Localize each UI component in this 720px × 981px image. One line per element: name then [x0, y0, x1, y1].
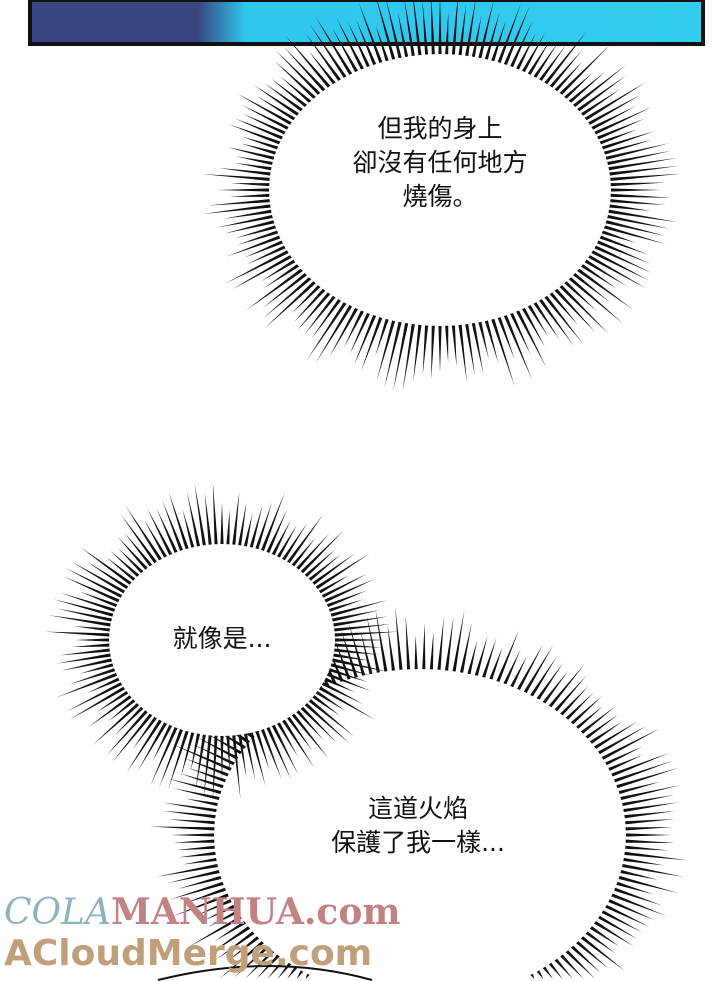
speech-burst-2 — [44, 482, 399, 801]
bubble-text-1: 但我的身上 卻沒有任何地方 燒傷。 — [352, 114, 528, 211]
watermark-part: MANHUA.com — [110, 891, 401, 933]
next-bubble-outline — [157, 965, 373, 981]
bubble-text-3: 這道火焰 保護了我一樣... — [331, 794, 505, 857]
watermark-part: COLA — [4, 892, 111, 933]
speech-burst-1 — [202, 0, 682, 392]
bubble-text-2: 就像是... — [172, 624, 272, 653]
top-panel — [28, 0, 705, 46]
watermark-acloudmerge: ACloudMerge.com — [4, 933, 373, 974]
watermark-colamanhua: COLAMANHUA.com — [4, 892, 400, 933]
